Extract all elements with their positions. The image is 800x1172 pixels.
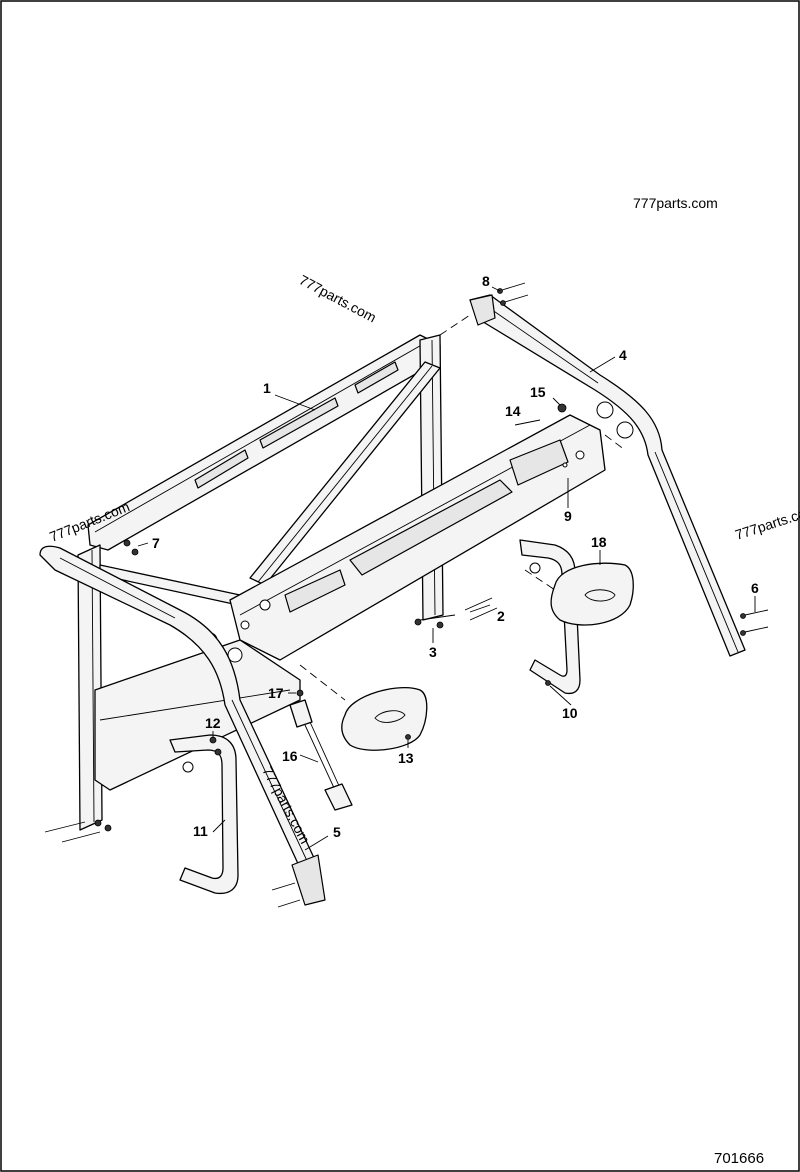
- part-16-strut: [289, 699, 353, 811]
- figure-number: 701666: [714, 1150, 764, 1167]
- watermark-top-right: 777parts.com: [633, 195, 718, 211]
- callout-11: 11: [193, 823, 208, 839]
- callout-10: 10: [562, 705, 578, 721]
- callout-13: 13: [398, 750, 414, 766]
- part-13-headrest: [341, 686, 428, 751]
- callout-18: 18: [591, 534, 607, 550]
- leader-lines: [137, 286, 756, 851]
- callout-2: 2: [497, 608, 505, 624]
- callout-14: 14: [505, 403, 521, 419]
- part-4-roll-bar-right: [469, 294, 746, 657]
- callouts: 1 2 3 4 5 6 7 8 9 10 11 12 13 14 15 16 1…: [152, 273, 759, 840]
- callout-1: 1: [263, 380, 271, 396]
- callout-12: 12: [205, 715, 221, 731]
- callout-7: 7: [152, 535, 160, 551]
- callout-6: 6: [751, 580, 759, 596]
- callout-8: 8: [482, 273, 490, 289]
- fasteners: [44, 282, 769, 908]
- watermark-right: 777parts.com: [733, 501, 800, 542]
- part-5-roll-bar-left: [39, 545, 326, 906]
- lower-frame: [94, 632, 301, 791]
- part-11-grab-handle-left: [169, 734, 239, 895]
- callout-4: 4: [619, 347, 627, 363]
- callout-16: 16: [282, 748, 298, 764]
- callout-3: 3: [429, 644, 437, 660]
- watermark-top-center: 777parts.com: [297, 272, 379, 326]
- callout-17: 17: [268, 685, 284, 701]
- callout-9: 9: [564, 508, 572, 524]
- callout-15: 15: [530, 384, 546, 400]
- alignment-lines: [299, 314, 626, 701]
- part-1-rear-frame: [77, 334, 444, 832]
- part-18-headrest: [550, 562, 634, 626]
- callout-5: 5: [333, 824, 341, 840]
